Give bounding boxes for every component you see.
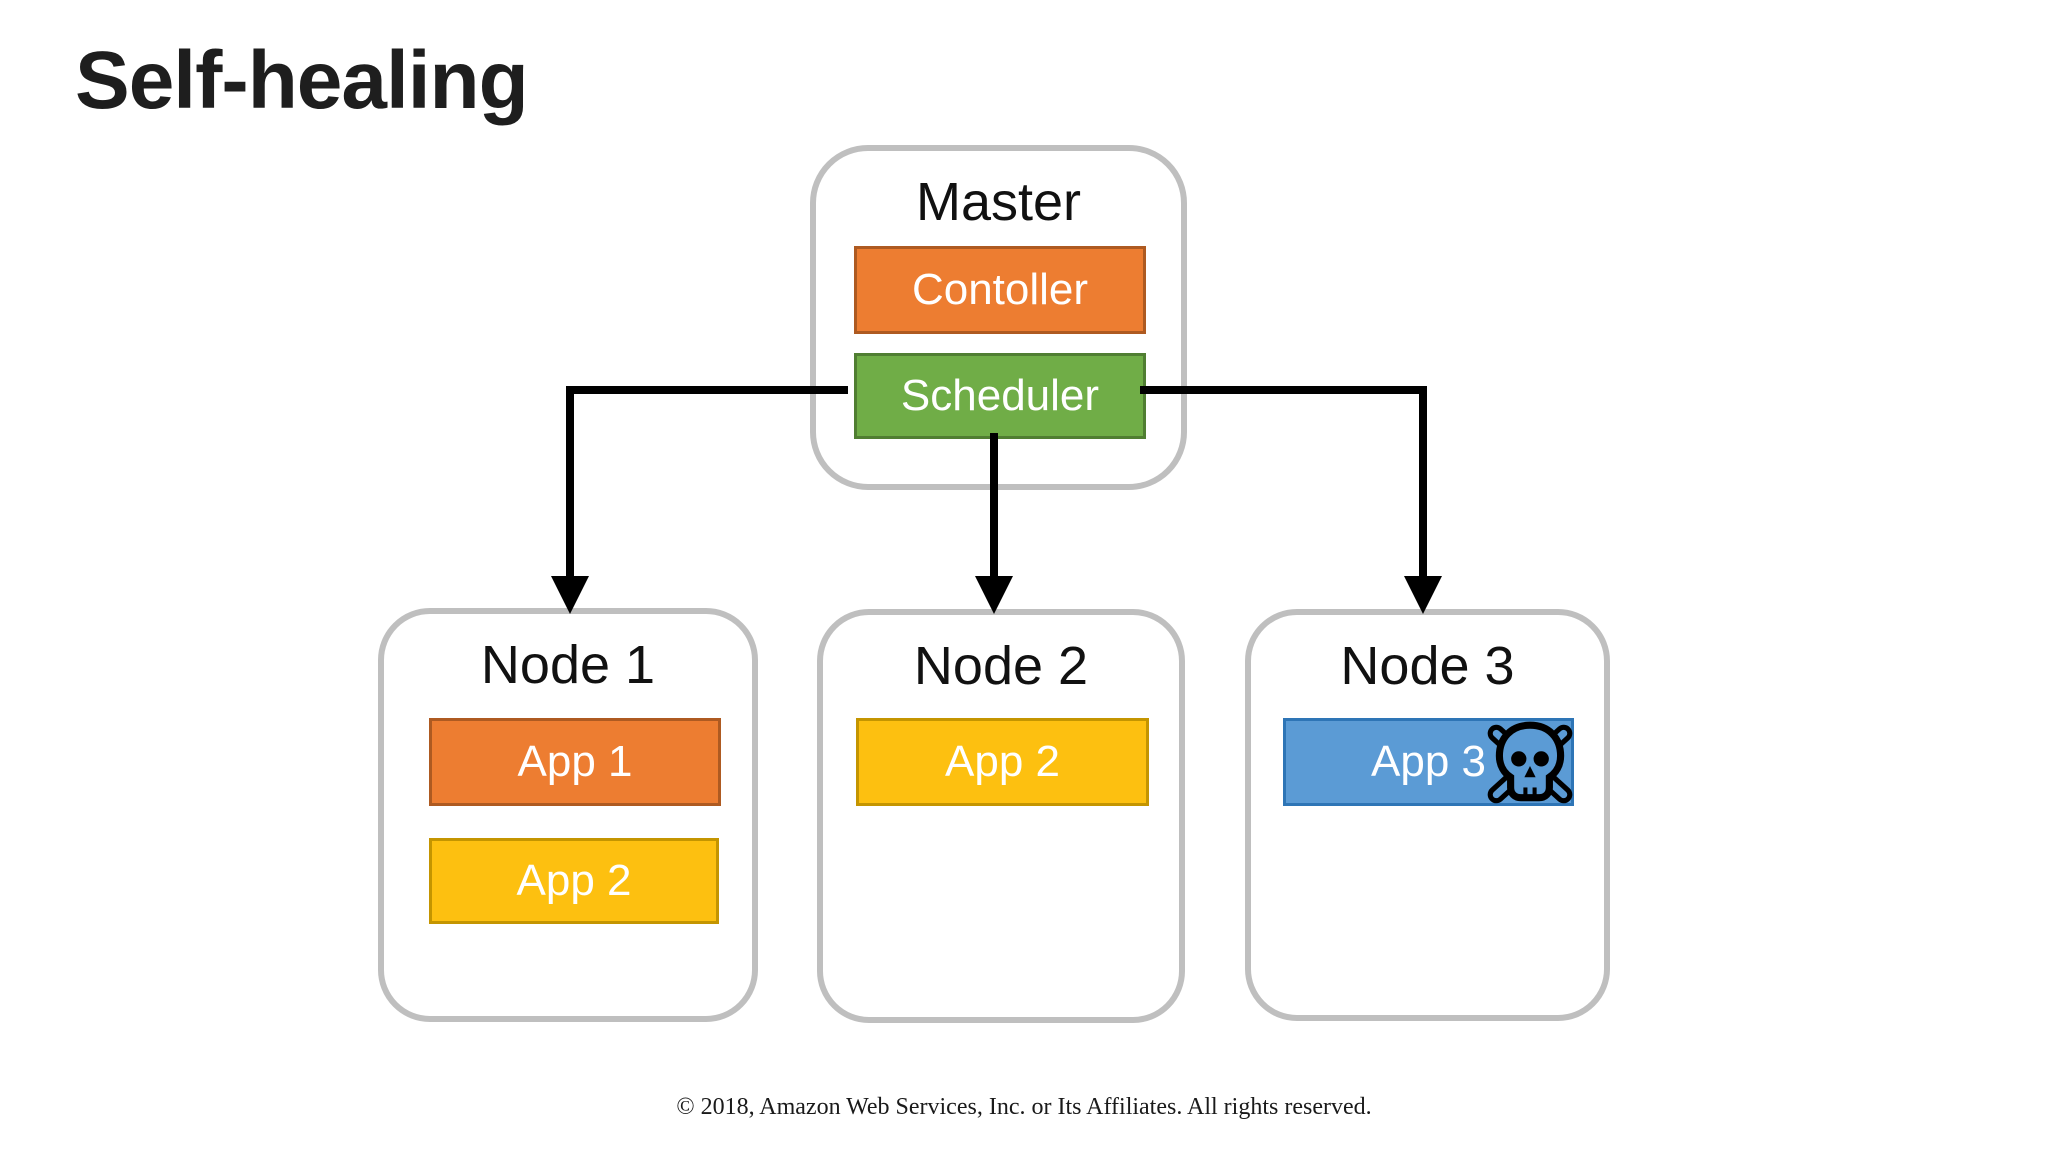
master-node-label: Master	[915, 172, 1082, 232]
node2-app2-label: App 2	[945, 737, 1060, 786]
node1-app2-label: App 2	[516, 856, 632, 905]
node1-app1-label: App 1	[517, 737, 633, 786]
master-node-box: Master Contoller Scheduler	[810, 145, 1187, 490]
connector-scheduler-node1	[566, 386, 848, 578]
node3-app3-label: App 3	[1371, 737, 1486, 786]
node1-app2-chip: App 2	[429, 838, 719, 924]
node3-box: Node 3 App 3	[1245, 609, 1610, 1021]
node1-box: Node 1 App 1 App 2	[378, 608, 758, 1022]
node3-label: Node 3	[1340, 636, 1515, 696]
copyright-footer: © 2018, Amazon Web Services, Inc. or Its…	[676, 1094, 1372, 1120]
node2-box: Node 2 App 2	[817, 609, 1185, 1023]
node3-app3-chip: App 3	[1283, 718, 1574, 806]
page-title: Self-healing	[75, 35, 529, 126]
controller-chip-label: Contoller	[911, 265, 1089, 314]
scheduler-chip-label: Scheduler	[900, 371, 1100, 420]
node1-label: Node 1	[480, 635, 656, 695]
node1-app1-chip: App 1	[429, 718, 721, 806]
skull-crossbones-icon	[1479, 713, 1581, 815]
controller-chip: Contoller	[854, 246, 1146, 334]
scheduler-chip: Scheduler	[854, 353, 1146, 439]
node2-label: Node 2	[913, 636, 1089, 696]
node2-app2-chip: App 2	[856, 718, 1149, 806]
